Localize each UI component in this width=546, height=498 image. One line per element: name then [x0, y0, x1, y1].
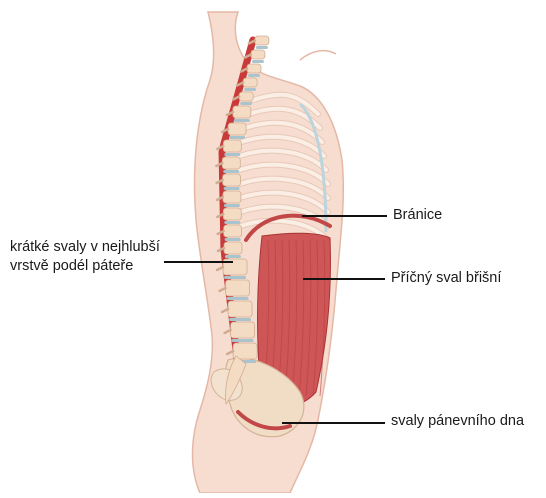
- intervertebral-disc: [234, 119, 250, 122]
- vertebra: [247, 64, 261, 73]
- vertebra: [228, 301, 252, 317]
- label-transverse-abdominis: Příčný sval břišní: [391, 269, 501, 288]
- label-short-deep-muscles-line2: vrstvě podél páteře: [10, 257, 160, 276]
- vertebra: [223, 208, 241, 220]
- label-short-deep-muscles-line1: krátké svaly v nejhlubší: [10, 238, 160, 257]
- intervertebral-disc: [225, 255, 241, 258]
- vertebra: [222, 157, 240, 169]
- vertebra: [251, 50, 265, 59]
- intervertebral-disc: [229, 136, 245, 139]
- vertebra: [226, 280, 250, 296]
- label-short-deep-muscles: krátké svaly v nejhlubší vrstvě podél pá…: [10, 238, 160, 276]
- vertebra: [255, 36, 269, 45]
- intervertebral-disc: [224, 276, 246, 279]
- intervertebral-disc: [240, 102, 252, 105]
- vertebra: [224, 225, 242, 237]
- intervertebral-disc: [252, 60, 264, 63]
- label-diaphragm: Bránice: [393, 206, 442, 225]
- intervertebral-disc: [225, 238, 241, 241]
- neck-outline: [300, 51, 336, 60]
- vertebra: [243, 78, 257, 87]
- vertebra: [223, 191, 241, 203]
- intervertebral-disc: [224, 187, 240, 190]
- intervertebral-disc: [224, 153, 240, 156]
- vertebra: [233, 106, 251, 118]
- intervertebral-disc: [224, 204, 240, 207]
- vertebra: [239, 92, 253, 101]
- intervertebral-disc: [229, 318, 251, 321]
- vertebra: [223, 174, 241, 186]
- vertebra: [223, 140, 241, 152]
- vertebra: [228, 123, 246, 135]
- intervertebral-disc: [256, 46, 268, 49]
- intervertebral-disc: [244, 88, 256, 91]
- intervertebral-disc: [224, 221, 240, 224]
- vertebra: [231, 322, 255, 338]
- intervertebral-disc: [232, 339, 254, 342]
- intervertebral-disc: [248, 74, 260, 77]
- label-pelvic-floor: svaly pánevního dna: [391, 412, 524, 431]
- intervertebral-disc: [227, 297, 249, 300]
- intervertebral-disc: [223, 170, 239, 173]
- vertebra: [224, 242, 242, 254]
